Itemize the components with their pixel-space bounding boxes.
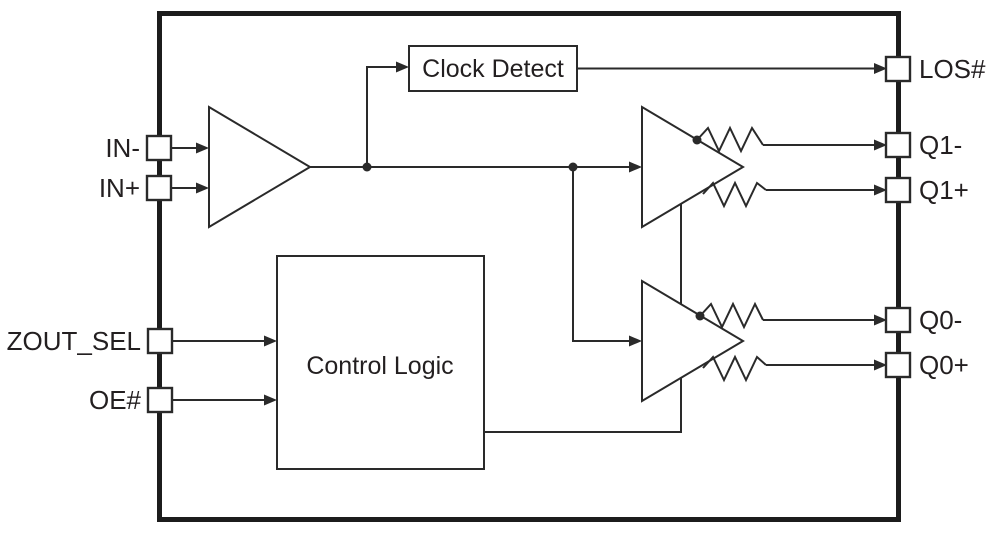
pin-label-q0-minus: Q0- <box>919 305 962 335</box>
clock-detect-block <box>408 45 578 92</box>
control-logic-block <box>276 255 485 470</box>
arrowhead-icon <box>874 314 887 326</box>
arrowhead-icon <box>396 61 409 73</box>
clock-detect-label: Clock Detect <box>422 55 564 83</box>
pin-q0-plus <box>884 351 912 379</box>
junction-dot <box>568 162 578 172</box>
arrowhead-icon <box>874 359 887 371</box>
arrowhead-icon <box>196 142 209 154</box>
arrowhead-icon <box>874 63 887 74</box>
control-logic-label: Control Logic <box>306 352 453 380</box>
pin-in-minus <box>145 134 173 162</box>
arrowhead-icon <box>874 184 887 196</box>
pin-q0-minus <box>884 306 912 334</box>
wire-to-q0-driver <box>572 167 633 342</box>
pin-oe <box>146 386 174 414</box>
pin-label-in-plus: IN+ <box>99 173 140 203</box>
arrowhead-icon <box>264 394 277 406</box>
junction-dot <box>692 135 702 145</box>
pin-in-plus <box>145 174 173 202</box>
q1-output-driver-triangle <box>641 105 745 229</box>
pin-label-q1-plus: Q1+ <box>919 175 969 205</box>
arrowhead-icon <box>264 335 277 347</box>
pin-q1-plus <box>884 176 912 204</box>
pin-zout-sel <box>146 327 174 355</box>
pin-label-oe: OE# <box>89 385 142 415</box>
arrowhead-icon <box>196 182 209 194</box>
wire-to-clock-detect <box>366 66 399 167</box>
resistor-q0-minus <box>699 301 764 330</box>
input-buffer-triangle <box>208 105 312 229</box>
arrowhead-icon <box>629 335 642 347</box>
resistor-q0-plus <box>702 354 767 383</box>
junction-dot <box>362 162 372 172</box>
pin-label-zout-sel: ZOUT_SEL <box>7 326 141 356</box>
resistor-q1-minus <box>696 125 764 154</box>
pin-label-in-minus: IN- <box>105 133 140 163</box>
pin-label-los: LOS# <box>919 54 986 84</box>
resistor-q1-plus <box>702 180 767 209</box>
q0-output-driver-triangle <box>641 279 745 403</box>
wire-control-logic-to-drivers <box>484 204 682 433</box>
pin-los <box>884 55 912 83</box>
pin-label-q0-plus: Q0+ <box>919 350 969 380</box>
arrowhead-icon <box>629 161 642 173</box>
chip-outline <box>157 11 901 522</box>
pin-q1-minus <box>884 131 912 159</box>
junction-dot <box>695 311 705 321</box>
arrowhead-icon <box>874 139 887 151</box>
pin-label-q1-minus: Q1- <box>919 130 962 160</box>
